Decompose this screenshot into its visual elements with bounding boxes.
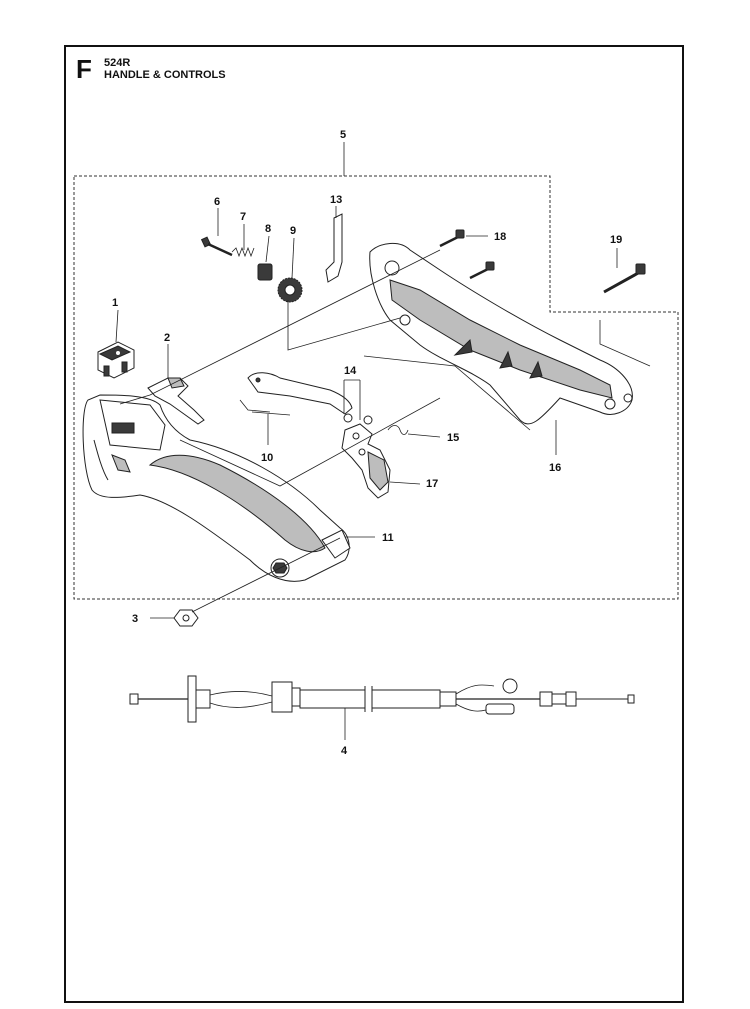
part-11-handle-grip — [82, 394, 351, 582]
page-frame — [64, 45, 684, 1003]
section-letter: F — [76, 54, 92, 84]
part-4-throttle-cable — [129, 675, 635, 723]
part-16-handle-housing — [369, 243, 633, 425]
callout-10: 10 — [261, 452, 273, 464]
callout-18: 18 — [494, 231, 506, 243]
leader-lines — [115, 142, 651, 740]
part-14-bushing — [343, 413, 373, 425]
callout-14: 14 — [344, 365, 357, 377]
callout-2: 2 — [164, 332, 170, 344]
callout-15: 15 — [447, 432, 459, 444]
callout-1: 1 — [112, 297, 118, 309]
callout-8: 8 — [265, 223, 271, 235]
part-13-clip — [325, 213, 343, 283]
part-3-nut — [173, 609, 199, 627]
model-number: 524R — [104, 57, 131, 69]
callout-5: 5 — [340, 129, 346, 141]
callout-9: 9 — [290, 225, 296, 237]
callout-19: 19 — [610, 234, 622, 246]
callout-7: 7 — [240, 211, 246, 223]
callout-16: 16 — [549, 462, 561, 474]
part-15-spring — [387, 425, 409, 435]
callout-6: 6 — [214, 196, 220, 208]
part-9-gear — [277, 277, 303, 303]
part-19-screw — [603, 263, 646, 294]
assembly-boundary — [73, 175, 679, 600]
callout-3: 3 — [132, 613, 138, 625]
callout-11: 11 — [382, 532, 394, 544]
part-18-screw-b — [469, 261, 495, 280]
part-17-throttle-trigger — [341, 423, 391, 499]
callout-4: 4 — [341, 745, 348, 757]
part-8-nut — [257, 263, 273, 281]
part-6-screw — [200, 236, 233, 257]
callout-17: 17 — [426, 478, 438, 490]
callout-13: 13 — [330, 194, 342, 206]
part-10-throttle-link — [247, 372, 353, 415]
section-title: HANDLE & CONTROLS — [104, 69, 226, 81]
part-1-stop-switch — [97, 341, 135, 379]
part-2-throttle-lockout — [147, 377, 205, 425]
part-7-spring — [231, 246, 255, 258]
part-18-screw — [439, 229, 465, 248]
